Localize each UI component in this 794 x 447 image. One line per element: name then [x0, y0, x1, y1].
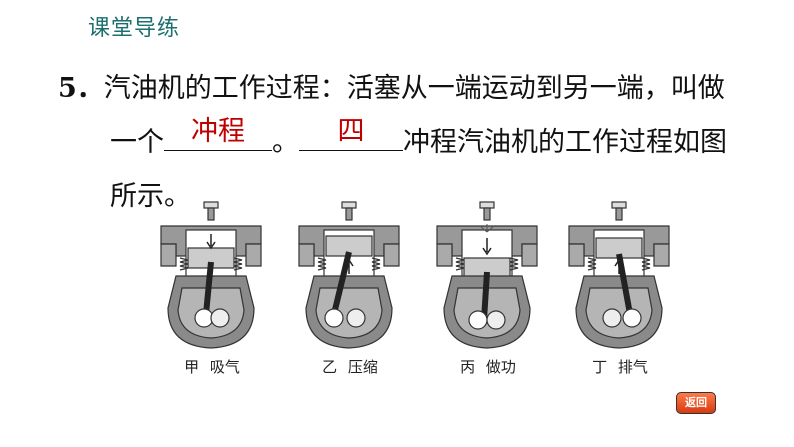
caption-power: 丙 做功 — [460, 358, 516, 376]
engine-stroke-diagrams: 甲 吸气 乙 压缩 丙 做功 丁 排气 — [150, 196, 750, 386]
answer-blank-1: 冲程 — [164, 116, 272, 151]
answer-blank-2: 四 — [299, 116, 403, 151]
question-text-prefix: 一个 — [110, 127, 164, 158]
caption-exhaust: 丁 排气 — [592, 358, 648, 376]
answer-1: 冲程 — [191, 116, 245, 147]
page-header-title: 课堂导练 — [88, 16, 181, 41]
question-block: 5．汽油机的工作过程：活塞从一端运动到另一端，叫做 一个冲程。 四 冲程汽油机的工作… — [58, 62, 758, 224]
question-line-3: 所示。 — [58, 170, 758, 224]
answer-2: 四 — [337, 116, 365, 147]
engine-body — [160, 201, 262, 349]
engine-diagram-compression — [298, 201, 400, 349]
question-text-line3: 所示。 — [110, 181, 191, 212]
caption-intake: 甲 吸气 — [184, 358, 240, 376]
question-number: 5． — [58, 73, 104, 104]
arrow-down-icon — [206, 234, 216, 250]
engine-diagram-intake — [160, 201, 262, 349]
engine-diagram-exhaust — [568, 201, 670, 349]
question-text-suffix: 冲程汽油机的工作过程如图 — [403, 127, 727, 158]
engine-diagram-power — [436, 201, 538, 349]
caption-compression: 乙 压缩 — [322, 358, 378, 376]
question-line-1: 5．汽油机的工作过程：活塞从一端运动到另一端，叫做 — [58, 62, 758, 116]
spark-icon — [479, 224, 495, 233]
question-line-2: 一个冲程。 四 冲程汽油机的工作过程如图 — [58, 116, 758, 170]
question-text-mid: 。 — [272, 127, 299, 158]
arrow-up-icon — [344, 258, 354, 274]
valve-springs — [179, 257, 243, 271]
question-text-line1: 汽油机的工作过程：活塞从一端运动到另一端，叫做 — [103, 73, 725, 104]
back-button[interactable]: 返回 — [676, 392, 716, 414]
arrow-down-icon — [482, 238, 492, 256]
arrow-up-icon — [614, 258, 624, 274]
